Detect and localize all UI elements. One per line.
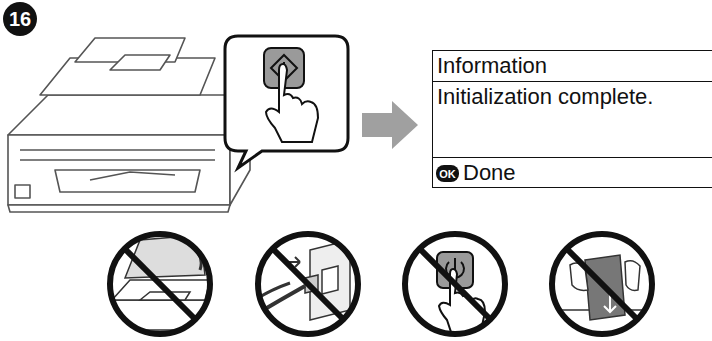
lcd-screen: InformationInitialization complete.Done xyxy=(432,50,712,188)
step-arrow xyxy=(362,101,418,149)
callout-number: 16 xyxy=(3,5,37,33)
no-load-paper-icon xyxy=(552,234,652,340)
step-badge xyxy=(3,2,37,36)
screen-header: Information xyxy=(433,51,712,82)
screen-footer: Done xyxy=(433,158,712,187)
screen-message: Initialization complete. xyxy=(433,82,712,158)
no-power-off-icon xyxy=(405,234,505,335)
callout-bubble xyxy=(225,36,348,168)
no-unplug-icon xyxy=(255,234,358,334)
printer xyxy=(8,38,250,212)
no-open-scanner-icon xyxy=(110,234,210,334)
pressing-finger xyxy=(266,64,318,142)
ok-button-icon: OK xyxy=(436,165,459,182)
